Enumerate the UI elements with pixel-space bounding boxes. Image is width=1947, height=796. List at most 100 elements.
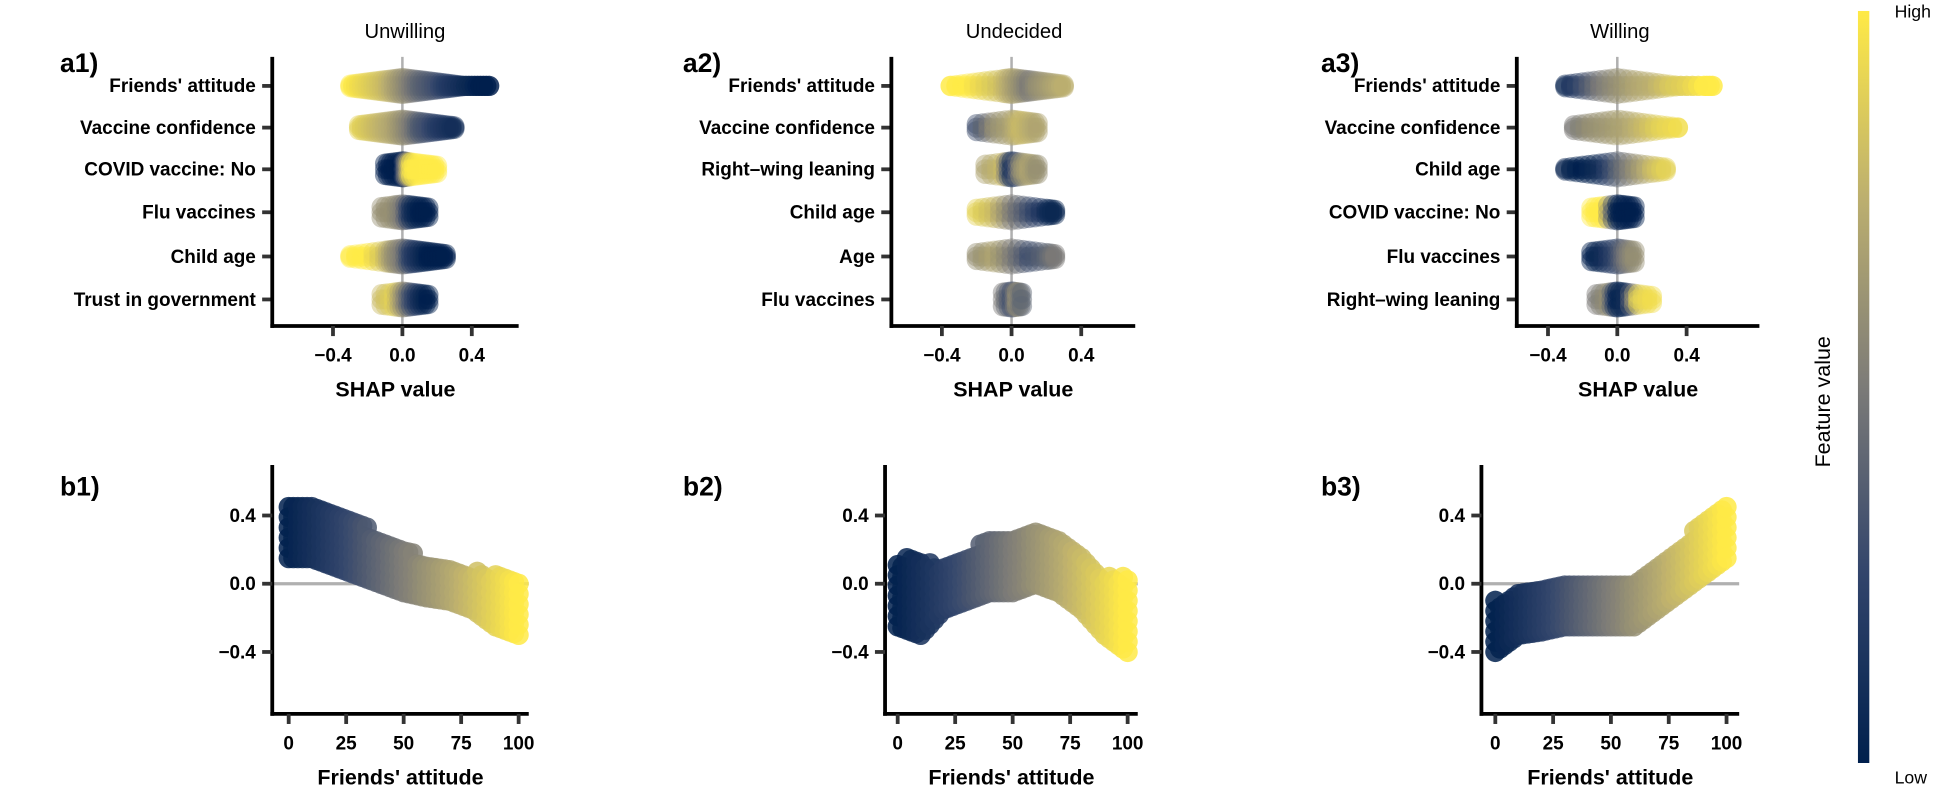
shap-point — [981, 75, 1002, 97]
shap-point — [1015, 81, 1037, 103]
shap-point — [1624, 252, 1645, 273]
shap-point — [1036, 246, 1057, 267]
shap-point — [421, 250, 442, 271]
x-tick-label: −0.4 — [923, 345, 961, 366]
shap-point — [379, 283, 400, 304]
shap-point — [992, 289, 1013, 310]
shap-point — [1604, 117, 1625, 138]
panel-title: Undecided — [966, 21, 1063, 43]
shap-point — [1011, 282, 1033, 303]
x-tick-label: 25 — [1543, 733, 1564, 754]
shap-point — [464, 75, 485, 97]
shap-point — [1623, 295, 1645, 316]
shap-point — [1030, 202, 1051, 223]
feature-label: COVID vaccine: No — [84, 160, 256, 181]
shap-point — [398, 75, 419, 97]
feature-label: Friends' attitude — [109, 76, 256, 97]
shap-point — [1667, 117, 1689, 138]
shap-point — [421, 154, 442, 176]
shap-point — [395, 253, 416, 275]
shap-point — [479, 75, 500, 97]
shap-point — [1688, 75, 1709, 97]
shap-point — [1586, 117, 1608, 138]
shap-point — [435, 78, 456, 99]
shap-point — [1659, 74, 1680, 95]
shap-point — [969, 75, 990, 97]
shap-point — [1664, 75, 1686, 97]
shap-point — [1633, 122, 1654, 143]
shap-point — [981, 70, 1002, 91]
feature-label: Vaccine confidence — [1325, 118, 1501, 139]
shap-point — [1624, 164, 1645, 186]
shap-point — [1578, 154, 1599, 176]
shap-point — [383, 296, 404, 317]
shap-point — [377, 240, 399, 261]
shap-point — [398, 68, 419, 89]
shap-point — [392, 109, 413, 130]
shap-point — [1618, 202, 1639, 223]
shap-point — [1001, 254, 1022, 275]
shap-point — [403, 289, 425, 310]
shap-point — [1007, 110, 1028, 131]
shap-point — [998, 151, 1019, 172]
shap-point — [409, 252, 430, 273]
shap-point — [1682, 75, 1703, 97]
shap-point — [372, 70, 393, 91]
shap-point — [393, 167, 414, 188]
shap-point — [1013, 165, 1034, 186]
shap-point — [1618, 195, 1639, 216]
shap-point — [1555, 77, 1576, 98]
shap-point — [1595, 82, 1616, 103]
shap-point — [415, 202, 436, 223]
shap-point — [952, 77, 973, 98]
shap-point — [1585, 202, 1606, 223]
shap-point — [426, 117, 448, 138]
shap-point — [371, 202, 392, 223]
shap-point — [1637, 289, 1658, 310]
shap-point — [1615, 282, 1637, 303]
shap-point — [415, 154, 436, 175]
shap-point — [1607, 83, 1628, 104]
shap-point — [372, 75, 393, 97]
shap-point — [389, 68, 410, 89]
shap-point — [412, 159, 433, 180]
shap-point — [1563, 119, 1585, 141]
shap-point — [354, 78, 375, 100]
shap-point — [394, 151, 415, 172]
shap-point — [978, 246, 999, 267]
shap-point — [374, 81, 396, 102]
shap-point — [1601, 83, 1622, 104]
shap-point — [371, 207, 392, 228]
x-tick-label: 0.4 — [459, 345, 486, 366]
shap-point — [1581, 117, 1602, 138]
feature-label: Child age — [790, 203, 875, 224]
shap-point — [1024, 117, 1045, 138]
shap-point — [1682, 75, 1703, 97]
shap-point — [386, 151, 407, 173]
shap-point — [346, 75, 367, 97]
feature-label: Right–wing leaning — [1327, 290, 1501, 311]
shap-point — [415, 70, 436, 92]
shap-point — [1013, 123, 1034, 145]
shap-point — [1007, 202, 1028, 223]
shap-point — [1598, 117, 1619, 138]
shap-point — [978, 202, 999, 223]
shap-point — [357, 246, 378, 267]
shap-point — [1607, 289, 1628, 310]
shap-point — [415, 246, 436, 267]
shap-point — [1612, 246, 1634, 267]
shap-point — [438, 115, 459, 136]
shap-point — [438, 119, 459, 140]
shap-point — [380, 239, 401, 261]
shap-point — [450, 75, 471, 97]
shap-point — [424, 71, 445, 93]
shap-point — [1013, 111, 1034, 132]
shap-point — [1050, 77, 1072, 98]
shap-point — [379, 202, 400, 223]
shap-point — [435, 115, 456, 136]
shap-point — [409, 289, 430, 310]
shap-point — [1630, 154, 1651, 175]
shap-point — [1612, 239, 1634, 260]
shap-point — [1013, 117, 1034, 138]
